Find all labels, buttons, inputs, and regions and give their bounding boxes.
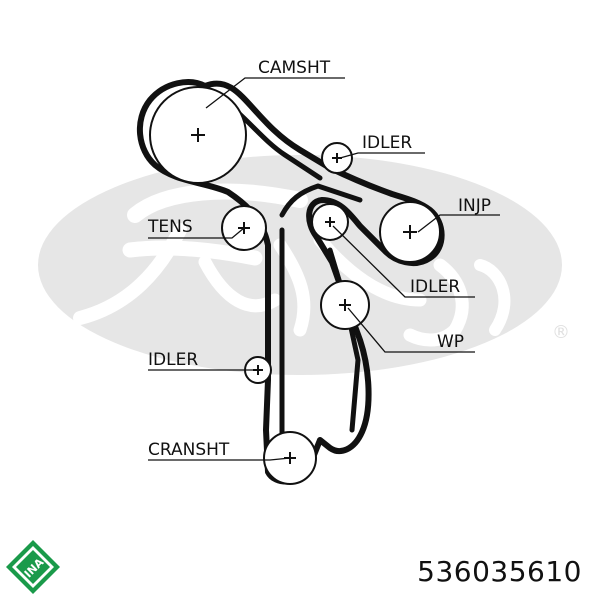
label-cransht: CRANSHT [148,440,230,460]
leader-lines [148,77,500,461]
gates-watermark: ® [38,155,570,375]
ina-logo: INA [4,538,62,596]
label-idler-top: IDLER [362,133,412,153]
label-wp: WP [437,332,464,352]
pulley-labels: CAMSHT IDLER INJP TENS IDLER WP IDLER CR… [147,58,491,460]
label-idler-low: IDLER [148,350,198,370]
label-camsht: CAMSHT [258,58,331,78]
part-number: 536035610 [417,555,582,588]
label-idler-mid: IDLER [410,277,460,297]
registered-mark: ® [552,322,570,343]
label-tens: TENS [147,217,193,237]
label-injp: INJP [458,196,491,216]
